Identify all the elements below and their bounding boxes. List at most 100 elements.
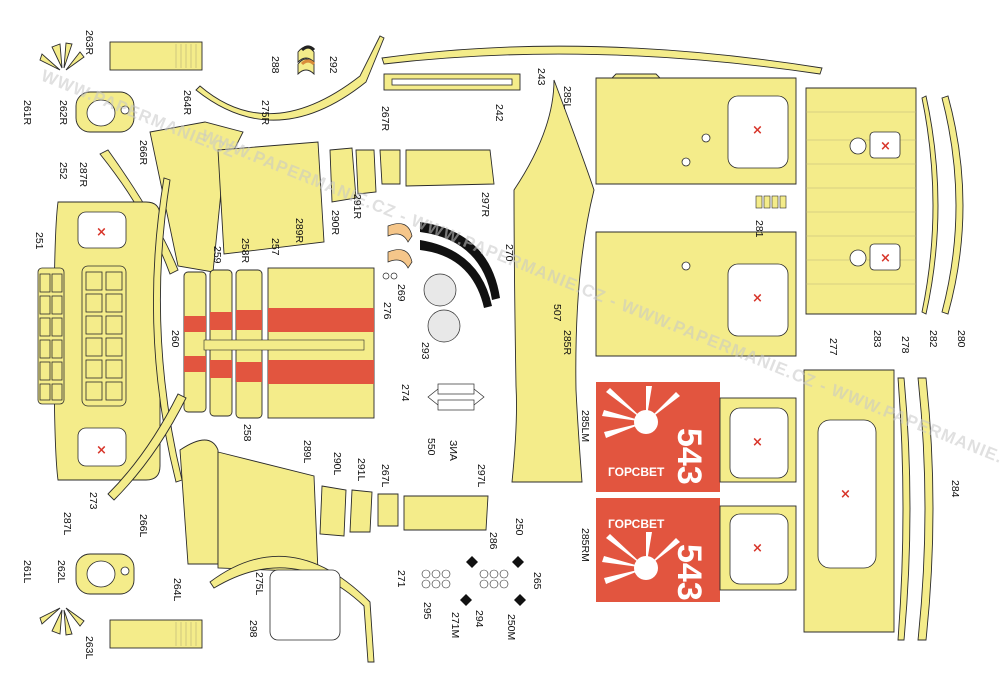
part-284 — [917, 377, 934, 641]
decal-285RM: × ГОРСВЕТ 543 — [596, 498, 797, 602]
part-small-rings — [421, 569, 509, 589]
svg-text:543: 543 — [670, 428, 708, 485]
svg-text:278: 278 — [899, 336, 911, 354]
svg-text:252: 252 — [57, 162, 69, 180]
svg-text:284: 284 — [949, 480, 961, 498]
part-hood-stripes — [183, 267, 375, 419]
part-262R-lamp-ring — [75, 91, 135, 133]
svg-text:295: 295 — [421, 602, 433, 620]
svg-text:269: 269 — [395, 284, 407, 302]
svg-text:×: × — [752, 291, 763, 306]
svg-text:290R: 290R — [329, 210, 341, 236]
svg-text:282: 282 — [927, 330, 939, 348]
svg-text:285LM: 285LM — [579, 410, 591, 442]
svg-text:281: 281 — [753, 220, 765, 238]
svg-text:264R: 264R — [181, 90, 193, 116]
svg-text:293: 293 — [419, 342, 431, 360]
part-270-a — [420, 222, 500, 300]
part-285L-seat-panel: × — [595, 73, 797, 185]
svg-text:261L: 261L — [21, 560, 33, 584]
part-267R — [379, 149, 401, 185]
part-291R — [355, 149, 377, 195]
svg-text:×: × — [880, 251, 891, 266]
part-293-discs — [423, 273, 461, 343]
part-labels: 263R 261R 262R 264R 288 292 243 242 275R… — [21, 30, 967, 660]
part-278 — [897, 377, 911, 641]
part-small-stars — [460, 556, 526, 606]
part-263R-fan — [39, 42, 85, 71]
svg-text:263L: 263L — [83, 636, 95, 660]
svg-text:287L: 287L — [61, 512, 73, 536]
svg-text:543: 543 — [670, 544, 708, 601]
part-285R-seat-panel: × — [595, 231, 797, 357]
svg-text:274: 274 — [399, 384, 411, 402]
svg-text:×: × — [752, 123, 763, 138]
svg-text:285R: 285R — [561, 330, 573, 356]
part-297R — [405, 149, 495, 187]
svg-text:ЗИА: ЗИА — [447, 440, 459, 461]
part-264L — [109, 619, 203, 649]
svg-text:ГОРСВЕТ: ГОРСВЕТ — [608, 517, 665, 531]
svg-text:×: × — [96, 225, 107, 240]
svg-text:257: 257 — [269, 238, 281, 256]
part-298 — [269, 569, 341, 641]
svg-text:243: 243 — [535, 68, 547, 86]
svg-text:273: 273 — [87, 492, 99, 510]
part-251-front-grille: × × — [37, 201, 161, 481]
svg-text:290L: 290L — [331, 452, 343, 476]
part-291L — [349, 489, 373, 533]
svg-text:258: 258 — [241, 424, 253, 442]
part-263L-fan — [39, 607, 85, 636]
decal-285LM: × ГОРСВЕТ 543 — [596, 382, 797, 492]
svg-text:275L: 275L — [253, 572, 265, 596]
part-283-floor-panel: × × — [805, 87, 917, 315]
svg-text:297R: 297R — [479, 192, 491, 218]
svg-text:276: 276 — [381, 302, 393, 320]
svg-text:266R: 266R — [137, 140, 149, 166]
svg-text:×: × — [752, 541, 763, 556]
svg-text:289R: 289R — [293, 218, 305, 244]
part-277-door-panel: × — [803, 369, 895, 633]
svg-text:298: 298 — [247, 620, 259, 638]
part-288-292-clips — [297, 45, 316, 76]
part-289R — [217, 141, 325, 255]
svg-text:267R: 267R — [379, 106, 391, 132]
svg-text:251: 251 — [33, 232, 45, 250]
part-275L — [209, 555, 375, 663]
part-282 — [921, 95, 939, 315]
svg-text:262R: 262R — [57, 100, 69, 126]
svg-text:265: 265 — [531, 572, 543, 590]
svg-text:507: 507 — [551, 304, 563, 322]
svg-text:289L: 289L — [301, 440, 313, 464]
svg-text:287R: 287R — [77, 162, 89, 188]
svg-text:×: × — [880, 139, 891, 154]
part-243 — [381, 45, 823, 75]
part-289L — [217, 451, 319, 573]
part-290R — [329, 147, 357, 203]
part-264R — [109, 41, 203, 71]
part-297L — [403, 495, 489, 531]
svg-text:261R: 261R — [21, 100, 33, 126]
part-280 — [941, 95, 964, 315]
svg-text:270: 270 — [503, 244, 515, 262]
part-266L — [179, 439, 219, 565]
part-267L — [377, 493, 399, 527]
part-270-b — [420, 240, 492, 308]
svg-text:277: 277 — [827, 338, 839, 356]
svg-text:259: 259 — [211, 246, 223, 264]
svg-text:×: × — [752, 435, 763, 450]
svg-text:258R: 258R — [239, 238, 251, 264]
svg-text:262L: 262L — [55, 560, 67, 584]
part-281 — [755, 195, 787, 209]
part-274 — [427, 383, 485, 411]
part-275R — [195, 35, 385, 121]
svg-text:288: 288 — [269, 56, 281, 74]
svg-text:266L: 266L — [137, 514, 149, 538]
svg-text:260: 260 — [169, 330, 181, 348]
part-252 — [153, 177, 183, 483]
part-262L-lamp-ring — [75, 553, 135, 595]
part-287L — [107, 393, 187, 501]
svg-text:291L: 291L — [355, 458, 367, 482]
svg-text:267L: 267L — [379, 464, 391, 488]
